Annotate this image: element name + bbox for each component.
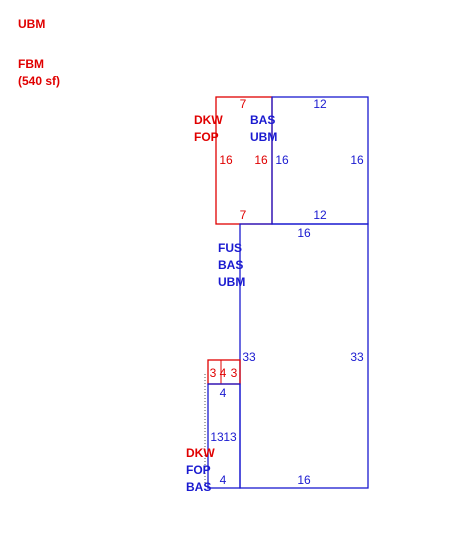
dim-main-bottom: 16 — [297, 473, 311, 487]
legend-fbm-area: (540 sf) — [18, 74, 61, 88]
dim-bas-top: 12 — [313, 97, 327, 111]
label-bas-main: BAS — [218, 258, 243, 272]
label-bas-top: BAS — [250, 113, 275, 127]
dim-small-red-left: 3 — [210, 366, 217, 380]
dim-dkw-right: 16 — [254, 153, 268, 167]
label-ubm-top: UBM — [250, 130, 277, 144]
dim-small-blue-top: 4 — [220, 386, 227, 400]
dim-small-red-mid: 4 — [220, 366, 227, 380]
label-dkw-bottom: DKW — [186, 446, 215, 460]
dim-bas-right: 16 — [350, 153, 364, 167]
dim-small-red-right: 3 — [231, 366, 238, 380]
legend-ubm: UBM — [18, 17, 46, 31]
label-bas-bottom: BAS — [186, 480, 211, 494]
label-fop-top: FOP — [194, 130, 219, 144]
label-ubm-main: UBM — [218, 275, 245, 289]
label-fus: FUS — [218, 241, 242, 255]
fus-bas-ubm-area — [239, 223, 369, 489]
dim-bas-left: 16 — [275, 153, 289, 167]
label-fop-bottom: FOP — [186, 463, 211, 477]
dim-small-blue-left: 13 — [210, 430, 224, 444]
dim-dkw-left: 16 — [219, 153, 233, 167]
dim-main-left: 33 — [242, 350, 256, 364]
dim-main-top: 16 — [297, 226, 311, 240]
small-blue-area — [207, 383, 241, 489]
dim-bas-bottom: 12 — [313, 208, 327, 222]
dim-dkw-top: 7 — [240, 97, 247, 111]
label-dkw-top: DKW — [194, 113, 223, 127]
dim-small-blue-right: 13 — [223, 430, 237, 444]
dim-small-blue-bottom: 4 — [220, 473, 227, 487]
dim-dkw-bottom: 7 — [240, 208, 247, 222]
legend-fbm: FBM — [18, 57, 44, 71]
dim-main-right: 33 — [350, 350, 364, 364]
